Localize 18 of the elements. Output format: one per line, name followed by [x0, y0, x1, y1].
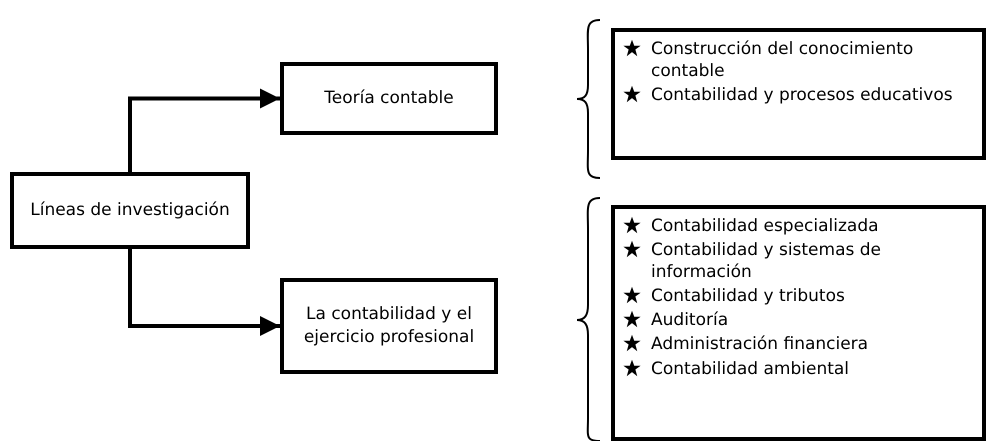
- list-item: Contabilidad y sistemas de información: [651, 239, 882, 284]
- arrow: [128, 88, 280, 172]
- process-box: [280, 278, 498, 374]
- node-label: La contabilidad y el ejercicio profesional: [302, 303, 476, 349]
- list-box: [611, 28, 986, 160]
- list-item: Auditoría: [651, 309, 728, 332]
- list-item: Contabilidad especializada: [651, 215, 879, 238]
- node-label: Teoría contable: [323, 87, 455, 110]
- list-item: Contabilidad ambiental: [651, 358, 850, 380]
- list-box: [611, 205, 986, 441]
- list-item: Contabilidad y procesos educativos: [651, 84, 953, 106]
- list-item: Contabilidad y tributos: [651, 285, 845, 308]
- process-box: [10, 172, 250, 249]
- list-item: Construcción del conocimiento contable: [651, 38, 914, 82]
- list-item: Administración financiera: [651, 333, 868, 356]
- arrow: [128, 249, 280, 336]
- process-box: [280, 62, 498, 135]
- node-label: Líneas de investigación: [29, 199, 231, 222]
